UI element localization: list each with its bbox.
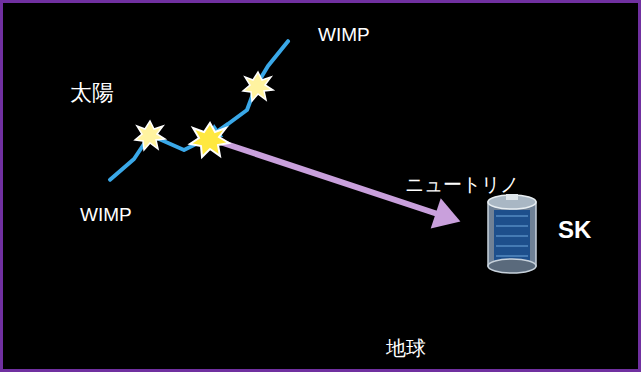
detector-tank: SK: [482, 192, 542, 276]
wimp-particle: WIMP: [286, 28, 300, 42]
arrow-head: [431, 198, 461, 228]
node-label: WIMP: [80, 204, 132, 226]
particle-path: [208, 138, 438, 214]
wimp-particle: [97, 178, 111, 192]
sun-body: 太陽: [116, 46, 300, 230]
earth-globe: [440, 231, 584, 372]
earth-globe: 地球: [440, 231, 584, 372]
neutrino-particle: [462, 218, 474, 230]
node-label: 地球: [386, 337, 426, 360]
node-label: WIMP: [318, 24, 370, 46]
node-label: 太陽: [70, 80, 114, 105]
collision-burst: [190, 123, 229, 157]
wimp-particle: WIMP: [97, 178, 111, 192]
neutrino-particle: ニュートリノ: [462, 218, 474, 230]
sun-body: [116, 46, 300, 230]
node-label: ニュートリノ: [405, 174, 519, 196]
wimp-particle: [286, 28, 300, 42]
collision-burst: [135, 121, 165, 150]
detector-tank: [482, 192, 542, 276]
node-label: SK: [558, 216, 591, 244]
particle-path: [217, 41, 288, 132]
collision-burst: [243, 72, 273, 101]
